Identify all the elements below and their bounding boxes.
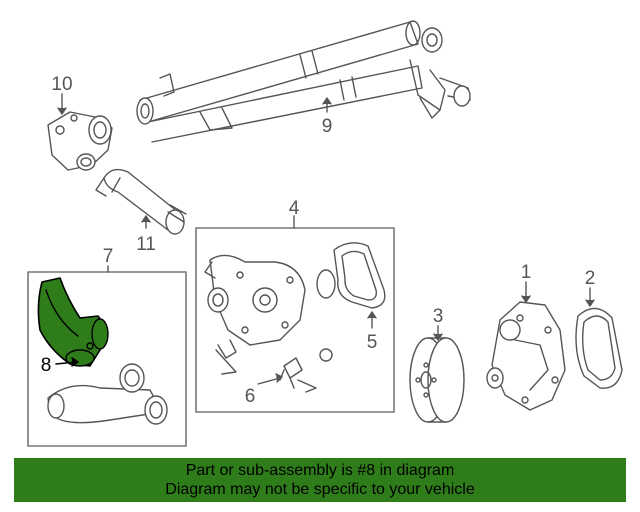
callout-1: 1 — [521, 262, 532, 283]
info-banner: Part or sub-assembly is #8 in diagram Di… — [14, 458, 626, 502]
part-2-gasket[interactable] — [575, 307, 623, 389]
callout-10: 10 — [51, 74, 72, 95]
part-3-pulley[interactable] — [409, 337, 465, 423]
o-ring-small — [319, 348, 333, 362]
part-5-gasket[interactable] — [333, 242, 386, 309]
part-8-highlighted[interactable] — [37, 277, 109, 367]
part-6-sensor[interactable] — [279, 357, 317, 393]
callout-4: 4 — [289, 198, 300, 219]
parts-diagram: 10 9 11 4 7 5 6 3 1 2 8 — [27, 20, 623, 447]
part-10-thermostat-housing[interactable] — [47, 111, 113, 171]
banner-line-part: Part or sub-assembly is #8 in diagram — [185, 462, 455, 479]
o-ring-upper — [316, 269, 336, 299]
callout-3: 3 — [433, 306, 444, 327]
part-9-coolant-pipe[interactable] — [136, 20, 471, 143]
callout-2: 2 — [585, 268, 596, 289]
callout-8: 8 — [41, 355, 52, 376]
callout-9: 9 — [322, 116, 333, 137]
leader-lines — [57, 93, 595, 385]
part-4-box — [195, 227, 395, 413]
callout-5: 5 — [367, 332, 378, 353]
callout-11: 11 — [136, 234, 156, 255]
part-7-box — [27, 271, 187, 447]
banner-line-disclaimer: Diagram may not be specific to your vehi… — [165, 481, 475, 498]
part-11-hose[interactable] — [95, 168, 187, 235]
callout-6: 6 — [245, 386, 256, 407]
part-4-water-pump-assembly[interactable] — [204, 254, 306, 359]
leader-line-8 — [55, 357, 79, 367]
part-7-pipe[interactable] — [47, 363, 168, 425]
part-1-water-pump[interactable] — [486, 301, 566, 411]
clip-part — [215, 349, 237, 375]
callout-7: 7 — [103, 246, 114, 267]
